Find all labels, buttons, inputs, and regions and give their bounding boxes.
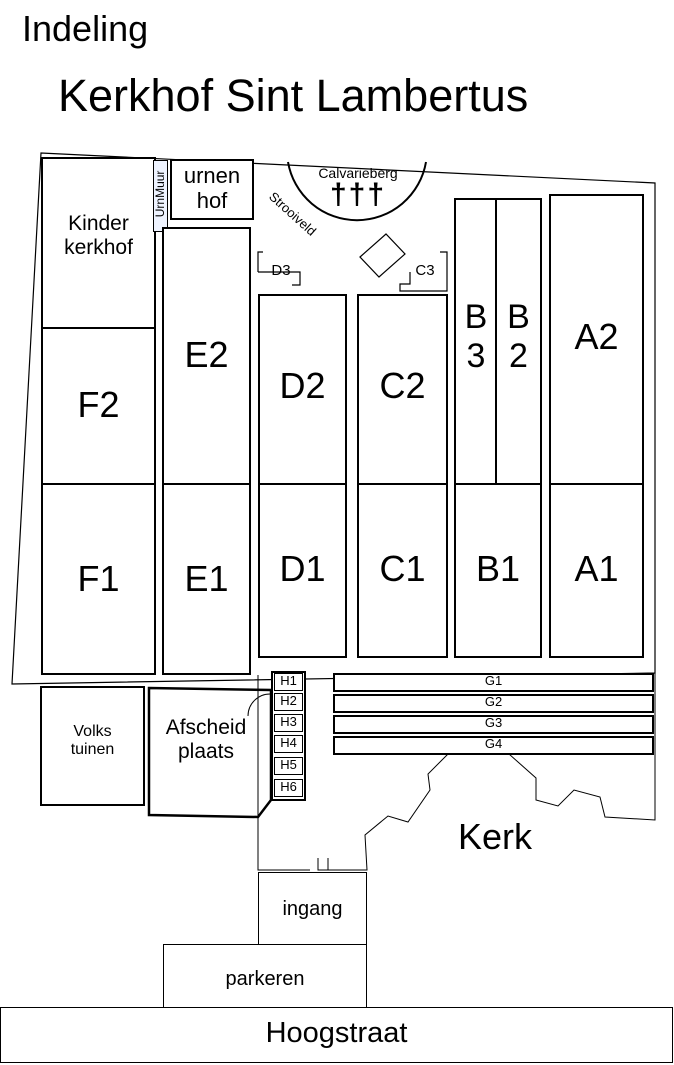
section-f2 (41, 327, 156, 485)
label-f1: F1 (77, 558, 120, 599)
section-c1 (357, 483, 448, 658)
section-h5 (274, 757, 303, 775)
cross-icons: ††† (329, 178, 387, 211)
label-f2: F2 (77, 384, 120, 425)
label-parkeren: parkeren (225, 968, 305, 990)
label-ingang: ingang (282, 898, 343, 920)
label-calvarieberg: Calvarieberg (318, 165, 398, 181)
label-volkstuinen: Volks tuinen (70, 723, 115, 759)
label-urnmuur: UrnMuur (153, 170, 168, 218)
area-parkeren (163, 944, 367, 1008)
label-d2: D2 (279, 365, 326, 406)
label-c1: C1 (379, 548, 426, 589)
label-g2: G2 (484, 694, 503, 709)
page-title: Kerkhof Sint Lambertus (58, 70, 529, 121)
section-b3 (454, 198, 498, 485)
section-h2 (274, 693, 303, 711)
section-h1 (274, 673, 303, 691)
label-urnenhof: urnen hof (183, 163, 241, 214)
label-b3: B 3 (464, 298, 488, 376)
section-b1 (454, 483, 542, 658)
street-hoogstraat (0, 1007, 673, 1063)
label-kinderkerkhof: Kinder kerkhof (64, 212, 133, 260)
section-b2 (495, 198, 542, 485)
section-kinderkerkhof (41, 157, 156, 329)
section-g2 (333, 694, 654, 713)
section-e1 (162, 483, 251, 675)
label-a1: A1 (574, 548, 619, 589)
section-urnmuur (153, 160, 168, 232)
area-volkstuinen (40, 686, 145, 806)
section-h6 (274, 779, 303, 797)
section-d1 (258, 483, 347, 658)
section-urnenhof (170, 159, 254, 220)
label-a2: A2 (574, 316, 619, 357)
label-h6: H6 (280, 779, 297, 794)
section-g4 (333, 736, 654, 755)
section-g3 (333, 715, 654, 734)
section-c2 (357, 294, 448, 485)
label-e1: E1 (184, 558, 229, 599)
label-hoogstraat: Hoogstraat (265, 1017, 408, 1049)
label-g4: G4 (484, 736, 503, 751)
label-b1: B1 (475, 548, 521, 589)
section-g1 (333, 673, 654, 692)
section-f1 (41, 483, 156, 675)
label-b2: B 2 (507, 298, 530, 376)
label-e2: E2 (184, 334, 229, 375)
calvarieberg-mound (287, 161, 427, 222)
label-h2: H2 (280, 693, 297, 708)
section-a2 (549, 194, 644, 485)
label-h5: H5 (280, 757, 297, 772)
section-h3 (274, 714, 303, 732)
section-h4 (274, 735, 303, 753)
label-kerk: Kerk (457, 816, 533, 857)
section-e2 (162, 227, 251, 485)
label-d3: D3 (271, 262, 291, 279)
label-d1: D1 (279, 548, 326, 589)
label-afscheidplaats: Afscheid plaats (165, 716, 247, 764)
label-h3: H3 (280, 714, 297, 729)
label-h1: H1 (280, 673, 297, 688)
page-subtitle: Indeling (22, 8, 149, 49)
label-c2: C2 (379, 365, 426, 406)
label-g3: G3 (484, 715, 503, 730)
section-a1 (549, 483, 644, 658)
label-h4: H4 (280, 735, 297, 750)
label-g1: G1 (484, 673, 503, 688)
label-c3: C3 (415, 262, 435, 279)
